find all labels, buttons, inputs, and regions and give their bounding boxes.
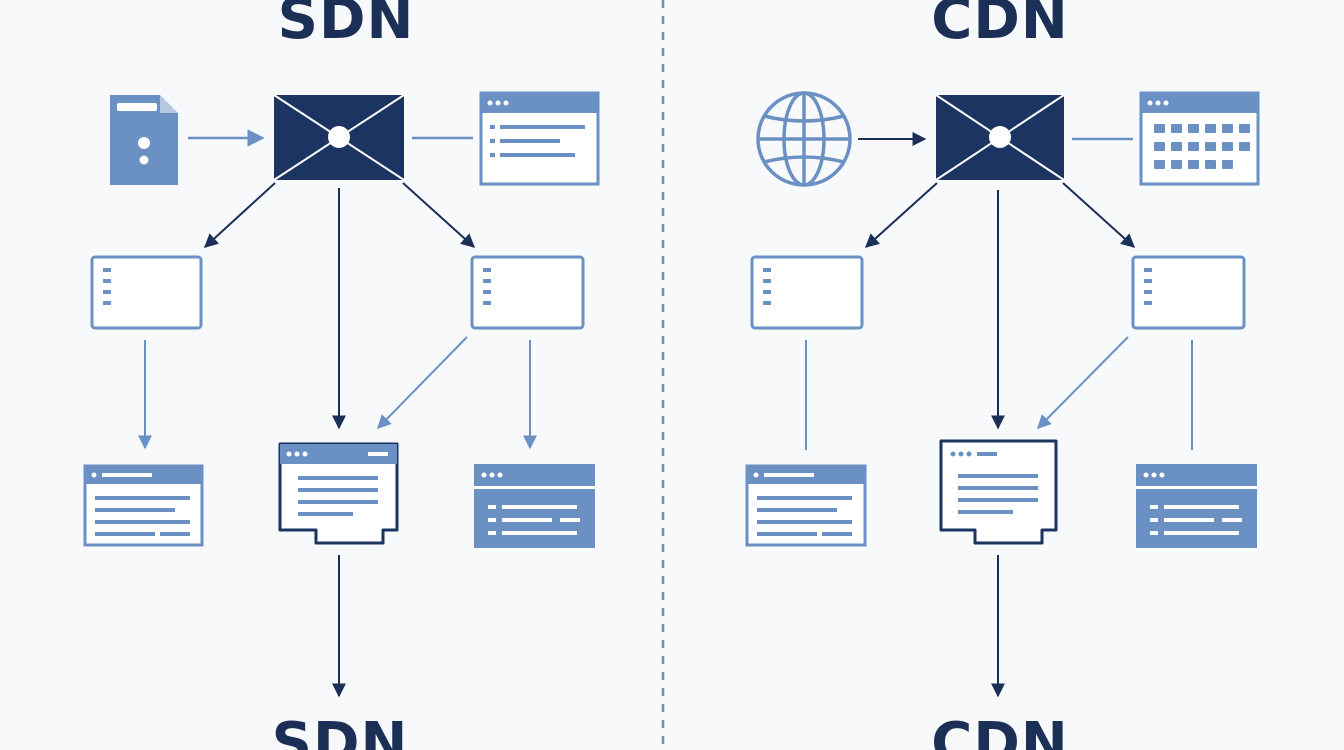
envelope-router-icon — [935, 94, 1065, 181]
sdn-title: SDN — [277, 0, 415, 52]
arrow-hub-to-left-node — [203, 182, 276, 248]
arrow-hub-to-right-node — [402, 182, 476, 248]
arrow-hub-to-left-node — [864, 182, 938, 248]
list-window-icon — [750, 255, 864, 330]
sdn-panel — [83, 91, 600, 698]
arrow-right-node-to-center — [1037, 336, 1129, 429]
envelope-router-icon — [273, 94, 405, 181]
cdn-title: CDN — [931, 0, 1069, 52]
browser-window-icon — [1136, 464, 1257, 548]
cdn-panel — [745, 91, 1260, 698]
browser-window-icon — [745, 464, 867, 547]
list-window-icon — [1131, 255, 1246, 330]
list-window-icon — [470, 255, 585, 330]
arrow-hub-to-right-node — [1062, 182, 1136, 248]
sdn-footer-label: SDN — [271, 711, 409, 750]
list-window-icon — [90, 255, 203, 330]
browser-window-icon — [83, 464, 204, 547]
document-window-icon — [278, 442, 399, 545]
arrow-right-node-to-center — [377, 336, 468, 430]
document-window-icon — [939, 439, 1058, 545]
browser-window-icon — [474, 464, 595, 548]
cdn-footer-label: CDN — [931, 711, 1069, 750]
calendar-grid-icon — [1139, 91, 1260, 186]
browser-window-icon — [479, 91, 600, 186]
document-icon — [110, 95, 178, 185]
globe-icon — [756, 91, 852, 187]
